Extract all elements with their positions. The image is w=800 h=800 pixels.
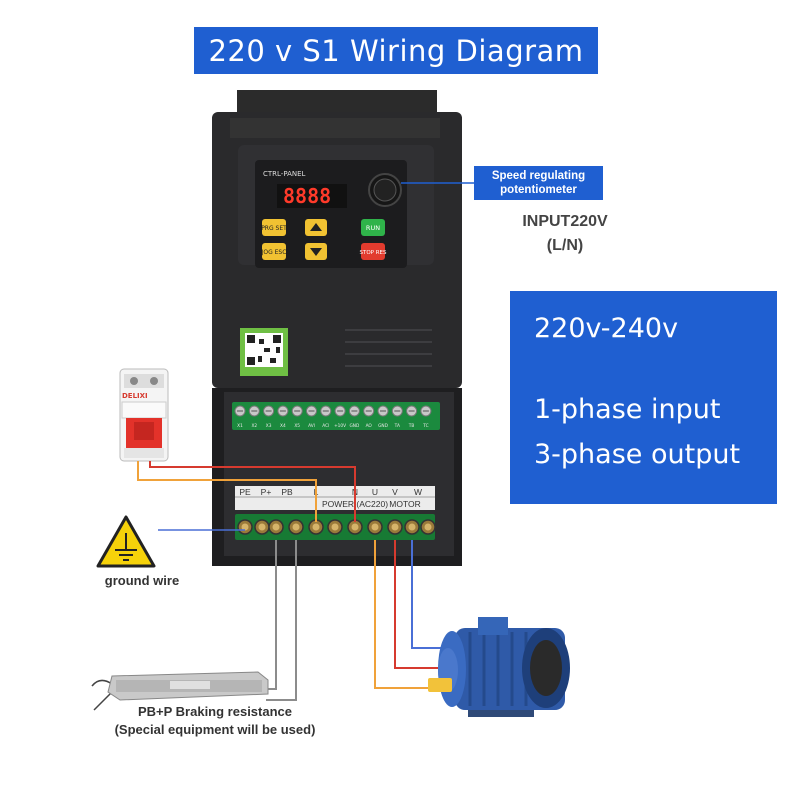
power-terminal-label: PB [281, 487, 293, 497]
down-arrow-icon [310, 248, 322, 256]
control-terminal-label: TB [408, 423, 415, 429]
brake-line-1: PB+P Braking resistance [137, 704, 293, 719]
power-terminal-label: PE [239, 487, 251, 497]
breaker-brand: DELIXI [122, 392, 148, 400]
run-button[interactable] [361, 219, 385, 236]
prg-set-button[interactable] [262, 219, 286, 236]
spec-input-phase: 1-phase input [534, 394, 721, 425]
control-terminal-label: X3 [266, 423, 272, 429]
up-arrow-icon [310, 223, 322, 231]
motor-group-label: MOTOR [389, 499, 420, 509]
control-terminal-label: TA [394, 423, 400, 429]
control-terminal-label: AVI [308, 423, 315, 429]
wire-u [374, 540, 445, 689]
potentiometer-callout: Speed regulating potentiometer [474, 166, 603, 200]
control-terminal-label: X2 [251, 423, 257, 429]
jog-esc-button[interactable] [262, 243, 286, 260]
input-voltage-label: INPUT220V (L/N) [480, 210, 650, 258]
control-terminal-label: +10V [334, 423, 346, 429]
input-line-2: (L/N) [546, 237, 584, 254]
control-terminal-label: AO [366, 423, 373, 429]
callout-line-2: potentiometer [500, 184, 577, 196]
power-terminal-label: U [372, 487, 378, 497]
control-terminal-label: TC [422, 423, 428, 429]
brake-line-2: (Special equipment will be used) [114, 722, 316, 737]
braking-resistance-label: PB+P Braking resistance (Special equipme… [70, 703, 360, 739]
wire-n [149, 461, 356, 522]
control-terminal-label: X1 [237, 423, 243, 429]
display-readout: 8888 [283, 184, 331, 208]
ground-wire-label: ground wire [104, 573, 180, 588]
spec-panel: 220v-240v 1-phase input 3-phase output [510, 291, 777, 504]
prg-set-label: PRG SET [261, 225, 287, 232]
control-terminal-label: X5 [294, 423, 300, 429]
spec-output-phase: 3-phase output [534, 439, 741, 470]
control-terminal-label: GND [349, 423, 360, 429]
jog-esc-label: JOG ESC [261, 249, 287, 256]
ctrl-panel-label: CTRL-PANEL [263, 170, 306, 178]
wire-pb [266, 540, 297, 701]
circuit-breaker: DELIXI [119, 368, 169, 462]
control-terminal-label: ACI [322, 423, 329, 429]
braking-resistor [91, 671, 269, 711]
page-title: 220 v S1 Wiring Diagram [194, 27, 598, 74]
spec-voltage: 220v-240v [534, 313, 679, 344]
run-label: RUN [366, 224, 380, 232]
power-label-plate [235, 486, 435, 510]
electric-motor [428, 617, 570, 717]
stop-res-label: STOP RES [359, 250, 387, 256]
callout-line-1: Speed regulating [491, 170, 586, 182]
wire-l [137, 461, 317, 522]
wire-w [411, 540, 448, 649]
wire-v [394, 540, 445, 669]
ground-warning-icon [96, 515, 156, 568]
power-terminal-label: P+ [261, 487, 272, 497]
control-terminal-label: X4 [280, 423, 286, 429]
power-terminal-label: V [392, 487, 398, 497]
stop-res-button[interactable] [361, 243, 385, 260]
inverter: CTRL-PANEL 8888 PRG SET JOG ESC RUN STOP… [212, 90, 462, 566]
input-line-1: INPUT220V [522, 213, 608, 230]
control-terminal-label: GND [378, 423, 389, 429]
display-screen [277, 184, 347, 208]
power-terminal-label: W [414, 487, 422, 497]
